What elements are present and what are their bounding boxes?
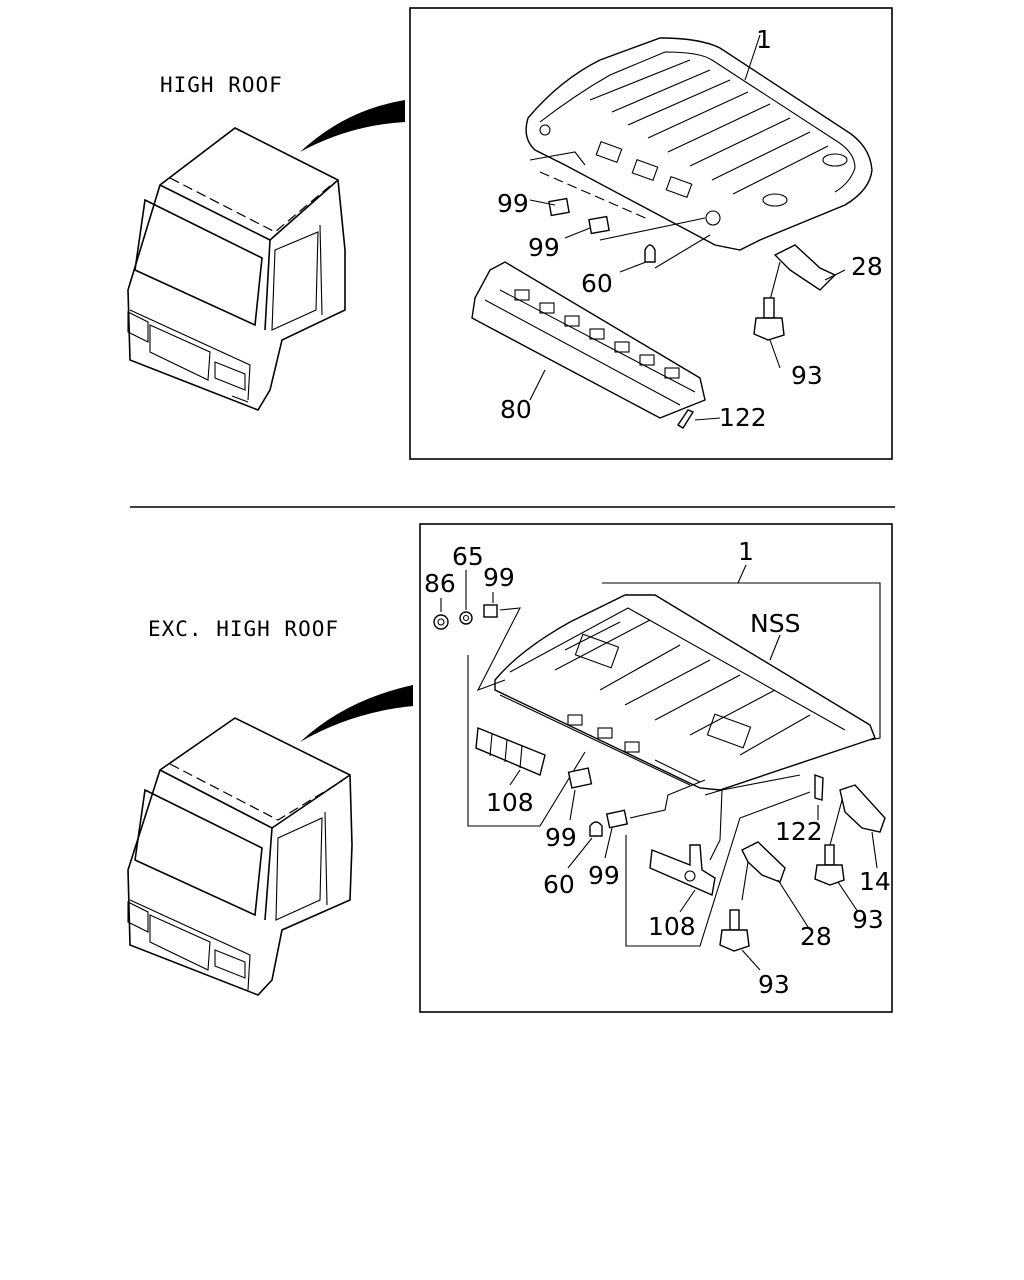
bracket-14 [829,784,886,846]
nut-99-bottom-b [567,767,593,789]
clip-60-top [644,244,656,263]
bolt-93-bottom-b [719,909,750,952]
nut-99-bottom-a [483,604,498,618]
section-title-high-roof: HIGH ROOF [160,73,283,97]
pointer-arc-top [300,100,405,152]
clip-108-bottom-right [649,844,716,896]
bolt-93-bottom-a [814,844,845,886]
callout-122-bottom: 122 [775,817,823,846]
detail-frame-top [409,7,893,460]
callout-93-bottom-b: 93 [758,970,790,999]
washer-86 [433,614,449,630]
nut-99-bottom-c [605,809,629,829]
callout-80-top: 80 [500,395,532,424]
cab-illustration-exc-high-roof [127,717,353,996]
callout-93-bottom-a: 93 [852,905,884,934]
roof-panel-high-roof [525,37,873,251]
section-title-exc-high-roof: EXC. HIGH ROOF [148,617,339,641]
callout-nss: NSS [750,609,800,638]
callout-86: 86 [424,569,456,598]
callout-108-bottom-right: 108 [648,912,696,941]
clip-108-bottom-left [475,727,546,776]
callout-99-top-a: 99 [497,189,529,218]
bolt-93-top [753,297,785,341]
clip-60-bottom [589,821,603,837]
callout-60-bottom: 60 [543,870,575,899]
washer-65 [459,611,473,625]
callout-99-top-b: 99 [528,233,560,262]
nut-99-top-a [548,197,570,217]
callout-122-top: 122 [719,403,767,432]
callout-65: 65 [452,542,484,571]
nut-99-top-b [588,215,610,235]
bracket-28-bottom [741,841,786,901]
callout-108-bottom-left: 108 [486,788,534,817]
callout-1-top: 1 [756,25,772,54]
strip-122-bottom [814,773,824,801]
callout-28-bottom: 28 [800,922,832,951]
bracket-28-top [773,244,837,291]
cab-illustration-high-roof [127,127,346,411]
roof-panel-standard [494,594,876,791]
rail-80-top [471,261,706,419]
callout-99-bottom-c: 99 [588,861,620,890]
detail-frame-bottom [419,523,893,1013]
callout-60-top: 60 [581,269,613,298]
callout-28-top: 28 [851,252,883,281]
callout-99-bottom-a: 99 [483,563,515,592]
callout-99-bottom-b: 99 [545,823,577,852]
strip-122-top [677,409,695,429]
callout-1-bottom: 1 [738,537,754,566]
callout-14: 14 [859,867,891,896]
callout-93-top: 93 [791,361,823,390]
pointer-arc-bottom [300,685,413,742]
